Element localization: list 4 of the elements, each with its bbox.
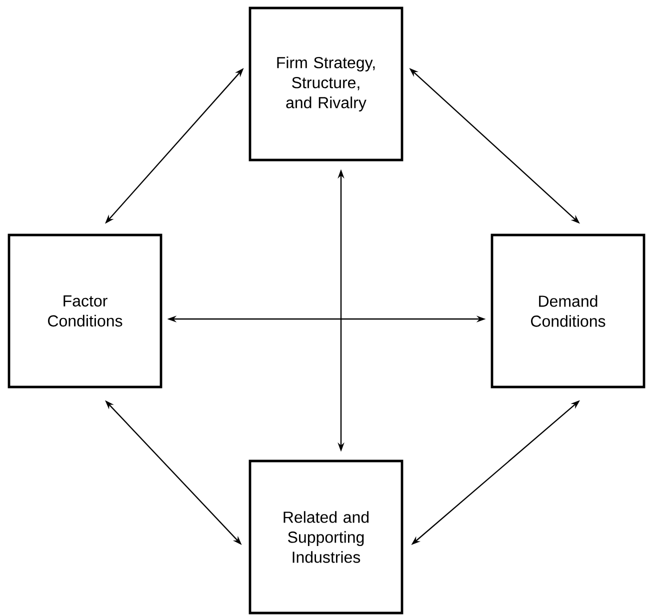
- factor-box: Demand Conditions: [490, 234, 646, 388]
- factor-box: Related and Supporting Industries: [248, 460, 404, 614]
- factor-box: Firm Strategy, Structure, and Rivalry: [248, 6, 404, 162]
- factor-box: Factor Conditions: [8, 234, 162, 388]
